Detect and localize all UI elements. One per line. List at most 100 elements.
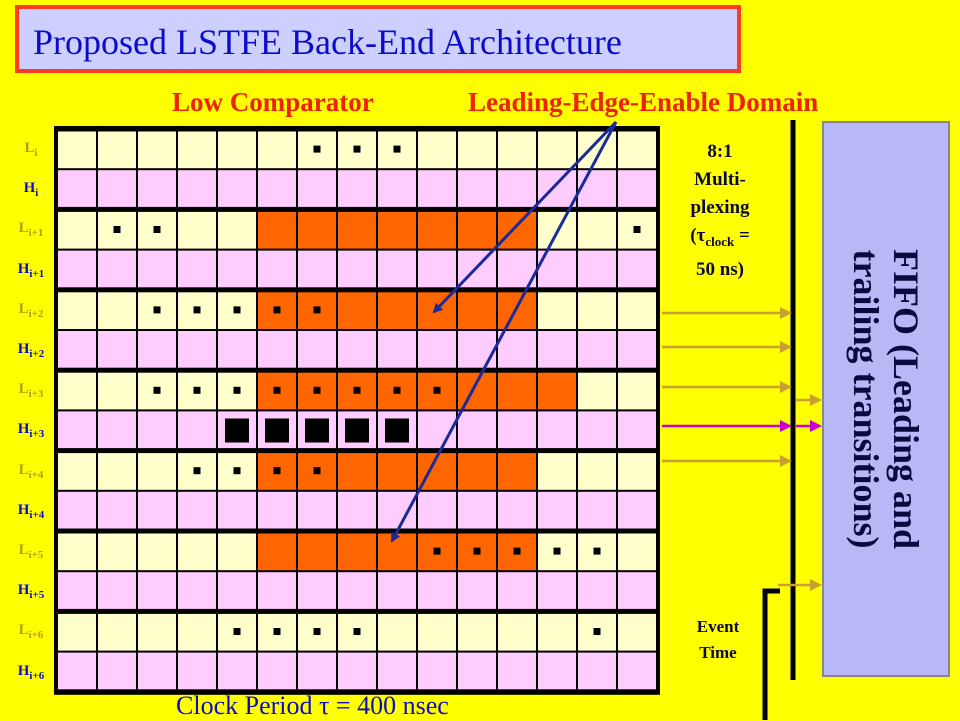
- small-dot-marker: [193, 306, 201, 314]
- grid-cell: [498, 451, 536, 490]
- grid-cell: [618, 612, 656, 651]
- grid-cell: [418, 170, 456, 209]
- fifo-box: FIFO (Leading and trailing transitions): [822, 121, 950, 677]
- mux-line-plexing: plexing: [690, 197, 750, 218]
- grid-cell: [538, 290, 576, 329]
- grid-cell: [218, 250, 256, 289]
- grid-cell: [418, 572, 456, 611]
- grid-cell: [218, 210, 256, 249]
- clock-period-label: Clock Period τ = 400 nsec: [176, 691, 449, 720]
- arrow-to-li2: [432, 120, 618, 314]
- grid-cell: [298, 331, 336, 370]
- grid-cell: [578, 572, 616, 611]
- row-label: Li+5: [18, 542, 44, 561]
- grid-cell: [498, 210, 536, 249]
- small-dot-marker: [313, 306, 321, 314]
- gold-input-line-arrowhead: [780, 341, 792, 353]
- grid-cell: [458, 130, 496, 169]
- grid-cell: [338, 491, 376, 530]
- grid-cell: [418, 491, 456, 530]
- grid-cell: [458, 170, 496, 209]
- row-label: Hi+1: [17, 260, 45, 280]
- small-dot-marker: [513, 547, 521, 555]
- grid-cell: [98, 130, 136, 169]
- grid-cell: [138, 130, 176, 169]
- grid-cell: [138, 532, 176, 571]
- grid-cell: [58, 331, 96, 370]
- grid-cell: [378, 210, 416, 249]
- grid-cell: [298, 250, 336, 289]
- grid-cell: [98, 290, 136, 329]
- grid-cell: [578, 652, 616, 691]
- grid-cell: [418, 130, 456, 169]
- grid-cell: [618, 290, 656, 329]
- grid-cell: [578, 331, 616, 370]
- grid-cell: [538, 652, 576, 691]
- grid-cell: [258, 652, 296, 691]
- grid-cell: [618, 491, 656, 530]
- grid-cell: [498, 371, 536, 410]
- big-dot-marker: [265, 418, 289, 443]
- grid-cell: [378, 331, 416, 370]
- grid-cell: [338, 652, 376, 691]
- gold-input-line-arrowhead: [780, 307, 792, 319]
- small-dot-marker: [313, 628, 321, 635]
- row-label: Li+3: [18, 381, 44, 401]
- grid-cell: [618, 170, 656, 209]
- grid-cell: [538, 130, 576, 169]
- grid-cell: [58, 612, 96, 651]
- row-label: Hi+5: [17, 582, 45, 602]
- grid-cell: [178, 130, 216, 169]
- grid-cell: [538, 331, 576, 370]
- small-dot-marker: [273, 628, 281, 635]
- magenta-input-line-arrowhead: [780, 420, 792, 432]
- grid-cell: [178, 612, 216, 651]
- grid-cell: [538, 612, 576, 651]
- grid-cell: [298, 532, 336, 571]
- small-dot-marker: [233, 467, 241, 475]
- title-box: Proposed LSTFE Back-End Architecture: [15, 5, 741, 73]
- grid-cell: [338, 572, 376, 611]
- grid-cell: [458, 572, 496, 611]
- grid-cell: [538, 411, 576, 450]
- small-dot-marker: [313, 145, 321, 153]
- grid-cell: [578, 290, 616, 329]
- small-dot-marker: [153, 386, 161, 394]
- grid-cell: [338, 210, 376, 249]
- row-label: Hi+4: [17, 501, 45, 521]
- small-dot-marker: [313, 467, 321, 475]
- row-label: Hi+2: [17, 341, 45, 360]
- grid-cell: [218, 130, 256, 169]
- grid-cell: [378, 250, 416, 289]
- event-time-arrowhead: [810, 579, 822, 591]
- small-dot-marker: [273, 467, 281, 475]
- event-time-label: Event Time: [678, 614, 758, 666]
- grid-cell: [58, 290, 96, 329]
- row-pair-separator: [54, 287, 660, 293]
- event-time-line: [762, 588, 780, 720]
- leading-edge-enable-domain-label: Leading-Edge-Enable Domain: [468, 87, 819, 117]
- fifo-line-2: trailing transitions): [846, 249, 886, 549]
- grid-cell: [378, 290, 416, 329]
- grid-cell: [338, 331, 376, 370]
- grid-cell: [58, 532, 96, 571]
- small-dot-marker: [273, 306, 281, 314]
- small-dot-marker: [593, 628, 601, 635]
- small-dot-marker: [433, 386, 441, 394]
- small-dot-marker: [193, 467, 201, 475]
- grid-cell: [178, 210, 216, 249]
- grid-cell: [258, 210, 296, 249]
- grid-cell: [578, 210, 616, 249]
- grid-cell: [218, 331, 256, 370]
- grid-cell: [578, 411, 616, 450]
- grid-cell: [338, 170, 376, 209]
- grid-cell: [378, 170, 416, 209]
- gold-input-line-arrowhead: [780, 381, 792, 393]
- grid-cell: [458, 652, 496, 691]
- grid-cell: [58, 451, 96, 490]
- small-dot-marker: [153, 226, 161, 233]
- grid-cell: [538, 451, 576, 490]
- grid-cell: [378, 652, 416, 691]
- grid-cell: [498, 130, 536, 169]
